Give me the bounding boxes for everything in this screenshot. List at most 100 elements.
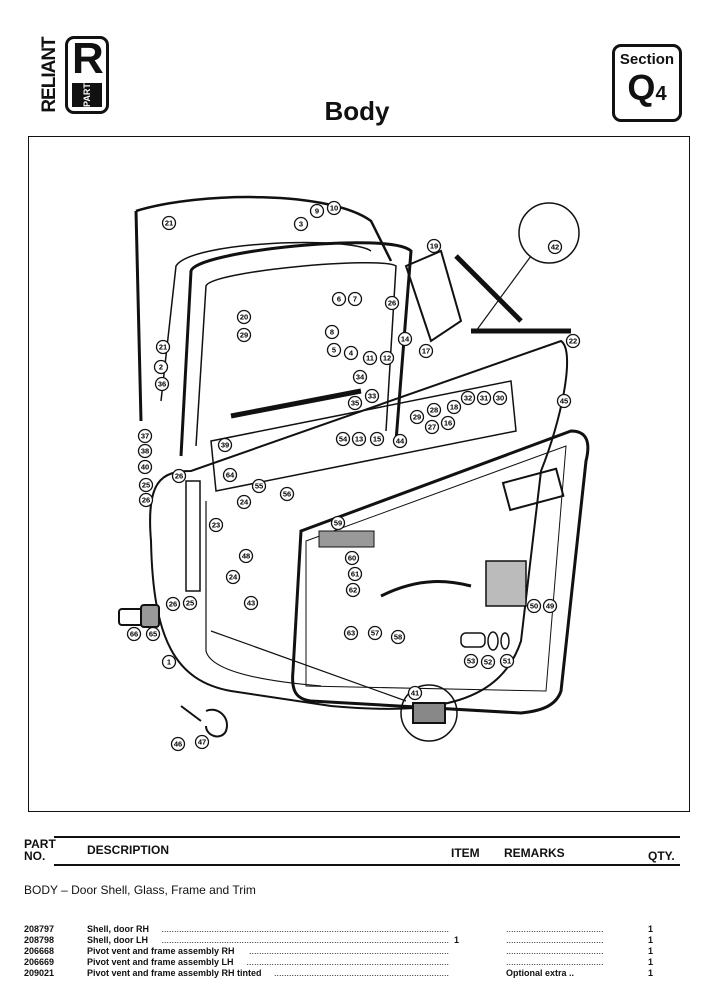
callout-21: 21 [161, 215, 177, 231]
callout-number: 27 [428, 423, 436, 432]
callout-number: 31 [480, 394, 488, 403]
section-label: Section [619, 51, 675, 68]
callout-number: 24 [240, 498, 249, 507]
callout-33: 33 [364, 388, 380, 404]
callout-number: 3 [299, 220, 303, 229]
logo-badge: R PART [65, 36, 109, 114]
part-number: 206668 [24, 946, 55, 956]
section-code: Q4 [627, 67, 667, 108]
remarks: ....................................... [506, 935, 604, 945]
callout-number: 56 [283, 490, 291, 499]
callout-number: 18 [450, 403, 458, 412]
callout-25: 25 [138, 477, 154, 493]
table-top-rule [54, 836, 680, 838]
callout-number: 57 [371, 629, 379, 638]
callout-number: 6 [337, 295, 341, 304]
callout-number: 58 [394, 633, 402, 642]
callout-number: 11 [366, 354, 374, 363]
header-item: ITEM [451, 846, 480, 860]
callout-number: 40 [141, 463, 149, 472]
callout-28: 28 [426, 402, 442, 418]
callout-26: 26 [384, 295, 400, 311]
callout-21: 21 [155, 339, 171, 355]
table-row: 206669 Pivot vent and frame assembly LH.… [24, 957, 690, 969]
quantity: 1 [648, 968, 654, 978]
part-description: Pivot vent and frame assembly RH tinted [87, 968, 262, 978]
quantity: 1 [648, 946, 654, 956]
callout-9: 9 [309, 203, 325, 219]
callout-45: 45 [556, 393, 572, 409]
part-description: Pivot vent and frame assembly LH [87, 957, 234, 967]
table-row: 206668 Pivot vent and frame assembly RH.… [24, 946, 690, 958]
leader-dots: ........................................… [161, 924, 449, 934]
callout-number: 24 [229, 573, 238, 582]
callout-number: 38 [141, 447, 149, 456]
callout-number: 15 [373, 435, 381, 444]
callout-55: 55 [251, 478, 267, 494]
remarks: ....................................... [506, 957, 604, 967]
callout-12: 12 [379, 350, 395, 366]
callout-59: 59 [330, 515, 346, 531]
callout-34: 34 [352, 369, 368, 385]
callout-23: 23 [208, 517, 224, 533]
table-row: 209021 Pivot vent and frame assembly RH … [24, 968, 690, 980]
callout-44: 44 [392, 433, 408, 449]
callout-48: 48 [238, 548, 254, 564]
callout-14: 14 [397, 331, 413, 347]
remarks: ....................................... [506, 946, 604, 956]
callout-52: 52 [480, 654, 496, 670]
callout-60: 60 [344, 550, 360, 566]
callout-26: 26 [171, 468, 187, 484]
page-title: Body [324, 96, 390, 126]
callout-number: 26 [388, 299, 396, 308]
header-qty: QTY. [648, 849, 675, 863]
group-title: BODY – Door Shell, Glass, Frame and Trim [24, 883, 256, 897]
callout-number: 61 [351, 570, 359, 579]
callout-11: 11 [362, 350, 378, 366]
callout-24: 24 [225, 569, 241, 585]
callout-number: 47 [198, 738, 206, 747]
callout-57: 57 [367, 625, 383, 641]
callout-41: 41 [407, 685, 423, 701]
callout-1: 1 [161, 654, 177, 670]
callout-66: 66 [126, 626, 142, 642]
callout-number: 42 [551, 243, 559, 252]
callout-number: 5 [332, 346, 336, 355]
callout-number: 29 [413, 413, 421, 422]
item-number: 1 [454, 935, 460, 945]
callout-number: 48 [242, 552, 250, 561]
callout-46: 46 [170, 736, 186, 752]
callout-58: 58 [390, 629, 406, 645]
callout-number: 33 [368, 392, 376, 401]
callout-number: 52 [484, 658, 492, 667]
callout-number: 8 [330, 328, 334, 337]
callout-43: 43 [243, 595, 259, 611]
callout-16: 16 [440, 415, 456, 431]
callout-49: 49 [542, 598, 558, 614]
callout-35: 35 [347, 395, 363, 411]
callout-number: 41 [411, 689, 419, 698]
remarks: Optional extra .. [506, 968, 575, 978]
callout-number: 50 [530, 602, 538, 611]
callout-number: 63 [347, 629, 355, 638]
callout-number: 17 [422, 347, 430, 356]
callout-62: 62 [345, 582, 361, 598]
callout-65: 65 [145, 626, 161, 642]
callout-64: 64 [222, 467, 238, 483]
callout-number: 20 [240, 313, 248, 322]
callout-number: 26 [142, 496, 150, 505]
callout-number: 65 [149, 630, 157, 639]
callout-number: 45 [560, 397, 568, 406]
callout-22: 22 [565, 333, 581, 349]
callout-18: 18 [446, 399, 462, 415]
callout-37: 37 [137, 428, 153, 444]
logo-letter: R [72, 34, 104, 83]
callout-63: 63 [343, 625, 359, 641]
callout-39: 39 [217, 437, 233, 453]
part-number: 208797 [24, 924, 55, 934]
callout-25: 25 [182, 595, 198, 611]
callout-53: 53 [463, 653, 479, 669]
callout-number: 13 [355, 435, 363, 444]
callout-10: 10 [326, 200, 342, 216]
